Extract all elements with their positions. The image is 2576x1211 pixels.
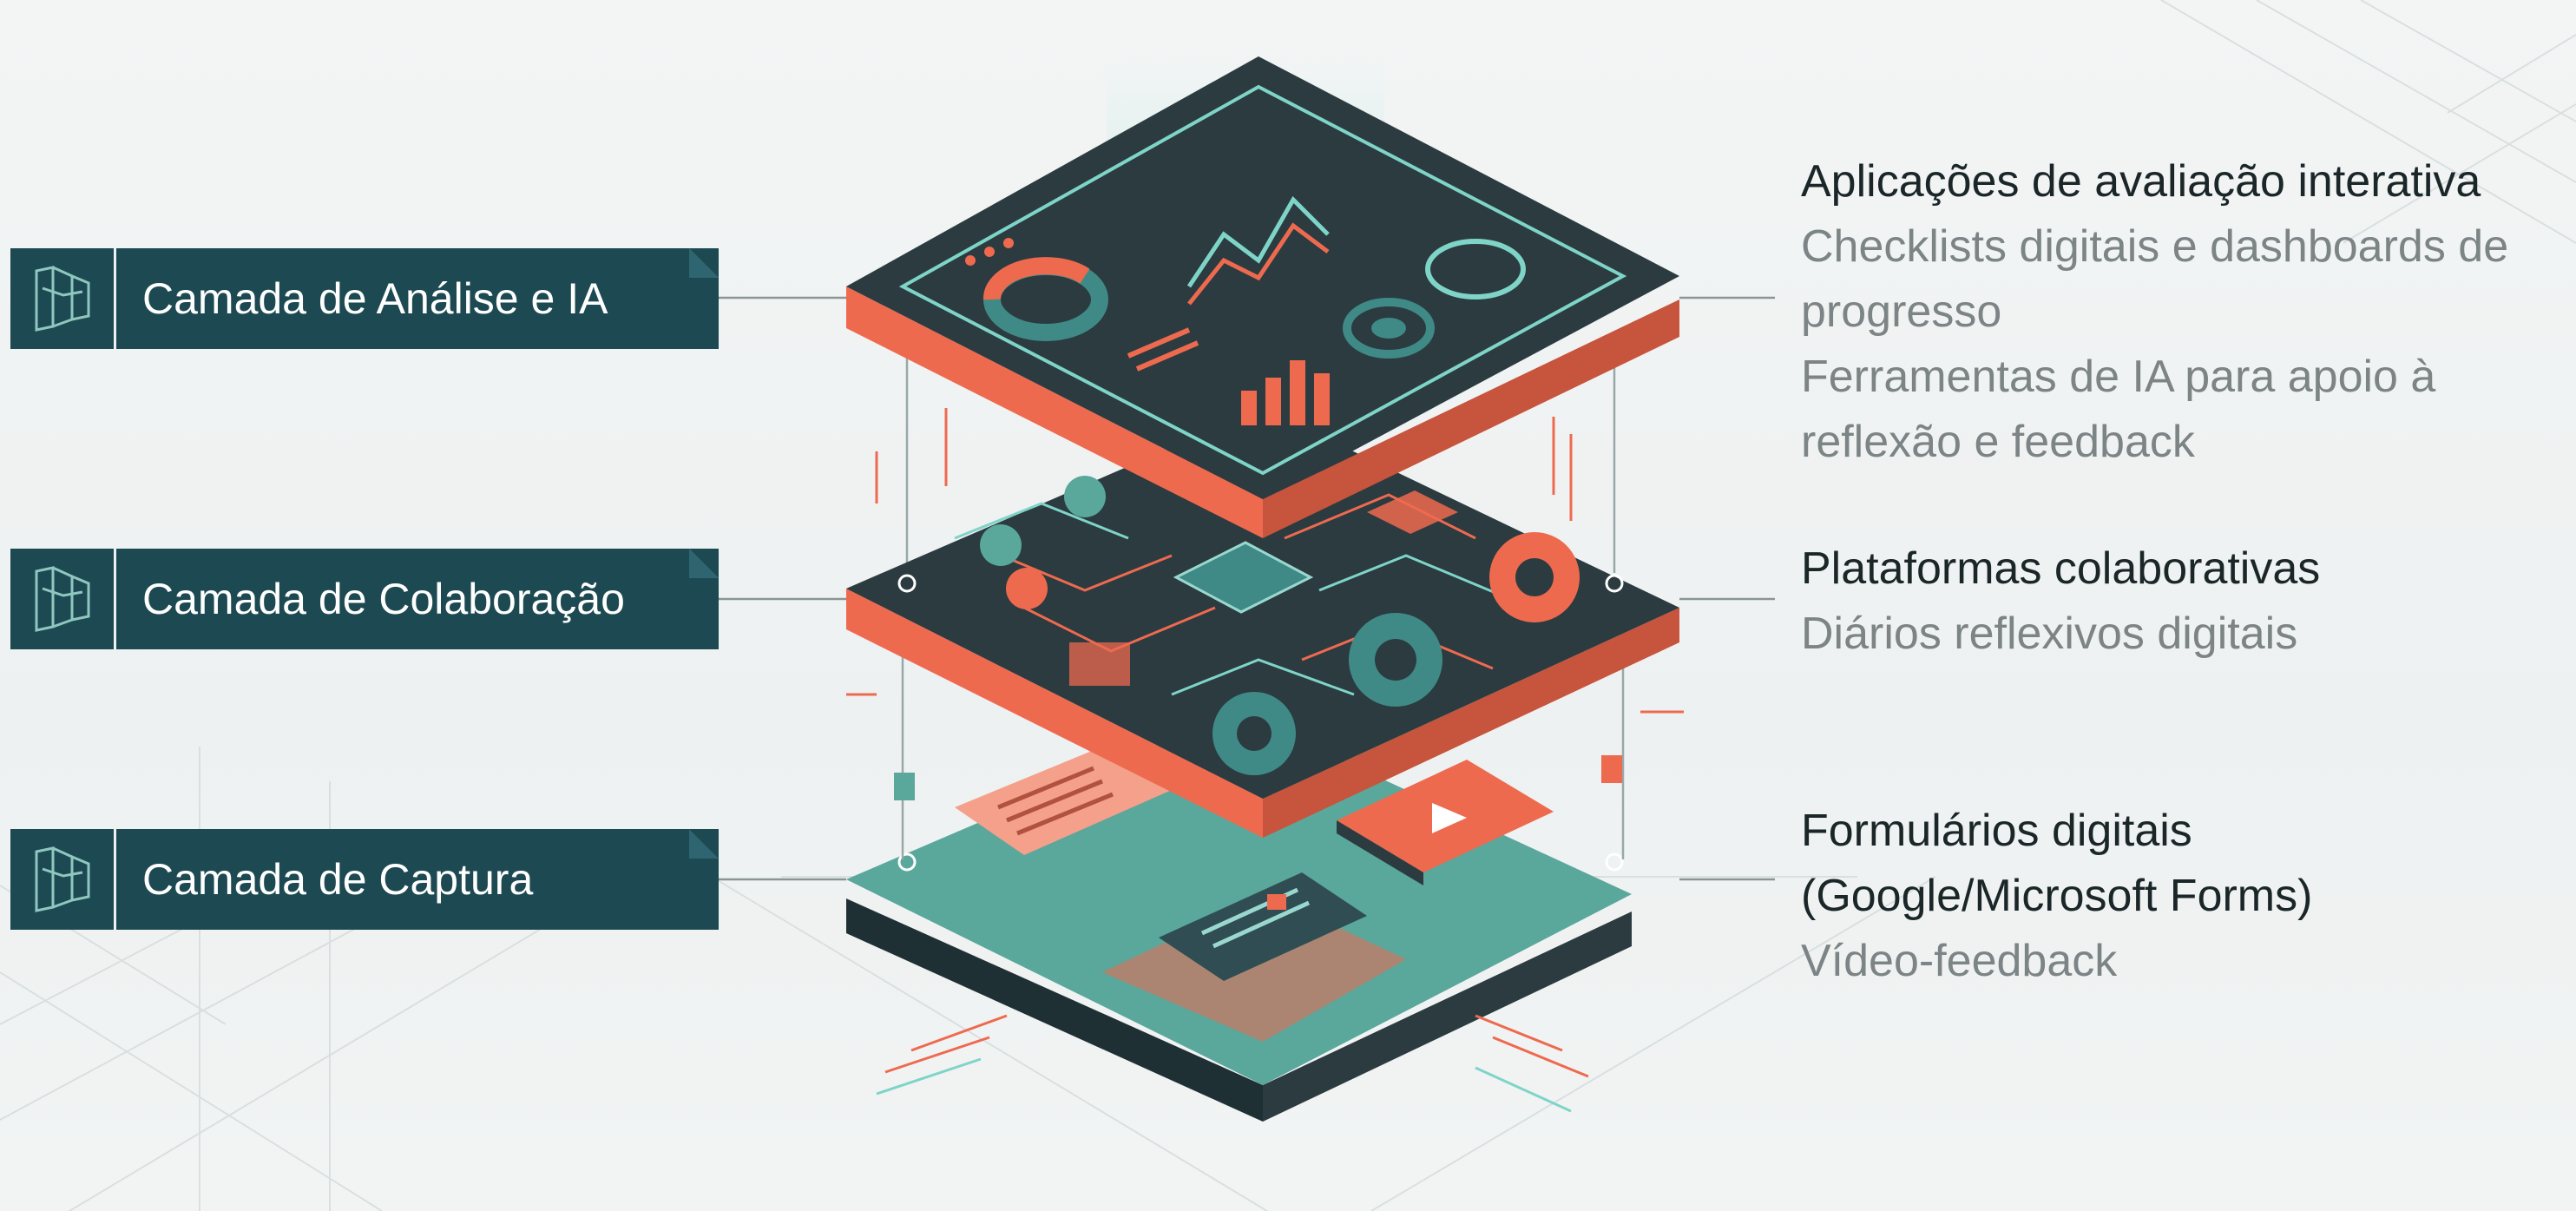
gauge-icon xyxy=(1343,298,1435,359)
description-line: Checklists digitais e dashboards de xyxy=(1801,221,2509,272)
bar-chart-icon xyxy=(1241,360,1330,425)
capture-description: Formulários digitais (Google/Microsoft F… xyxy=(1801,799,2565,994)
description-line: Ferramentas de IA para apoio à xyxy=(1801,352,2436,402)
chip-icon xyxy=(1173,541,1314,614)
description-heading: Aplicações de avaliação interativa xyxy=(1801,156,2481,207)
layer-tag-analysis: Camada de Análise e IA xyxy=(10,248,719,349)
connector-lines xyxy=(719,296,1775,881)
description-line: Vídeo-feedback xyxy=(1801,936,2118,986)
layer-stack-icon xyxy=(10,248,116,349)
collaboration-layer xyxy=(846,408,1679,838)
collaboration-description: Plataformas colaborativas Diários reflex… xyxy=(1801,536,2565,667)
analysis-description: Aplicações de avaliação interativa Check… xyxy=(1801,149,2565,475)
layer-label-text: Camada de Análise e IA xyxy=(142,274,608,323)
node-icon xyxy=(1064,476,1106,517)
layer-label: Camada de Captura xyxy=(116,829,719,930)
layer-label-text: Camada de Captura xyxy=(142,855,534,904)
line-chart-icon xyxy=(1186,195,1330,306)
donut-chart-icon xyxy=(983,257,1108,341)
gear-icon xyxy=(1425,239,1526,299)
layer-tag-collaboration: Camada de Colaboração xyxy=(10,549,719,649)
description-heading: (Google/Microsoft Forms) xyxy=(1801,871,2313,921)
description-heading: Plataformas colaborativas xyxy=(1801,543,2321,594)
document-icon xyxy=(1159,872,1367,981)
layer-tag-capture: Camada de Captura xyxy=(10,829,719,930)
description-heading: Formulários digitais xyxy=(1801,806,2192,856)
layer-label: Camada de Colaboração xyxy=(116,549,719,649)
connector-node xyxy=(1601,755,1622,783)
capture-layer xyxy=(846,712,1632,1122)
node-icon xyxy=(1006,568,1048,609)
chip-icon xyxy=(1367,490,1458,534)
document-icon xyxy=(955,747,1172,855)
description-line: Diários reflexivos digitais xyxy=(1801,609,2298,659)
video-play-icon xyxy=(1337,760,1554,885)
gear-icon xyxy=(1489,532,1580,622)
layer-stack-icon xyxy=(10,549,116,649)
node-icon xyxy=(980,524,1022,566)
layer-label-text: Camada de Colaboração xyxy=(142,575,625,623)
analysis-layer xyxy=(846,52,1679,538)
gear-icon xyxy=(1349,613,1442,707)
connector-node xyxy=(894,773,915,800)
layer-label: Camada de Análise e IA xyxy=(116,248,719,349)
description-line: progresso xyxy=(1801,286,2002,337)
description-line: reflexão e feedback xyxy=(1801,417,2195,467)
gear-icon xyxy=(1212,692,1296,775)
layer-stack-icon xyxy=(10,829,116,930)
